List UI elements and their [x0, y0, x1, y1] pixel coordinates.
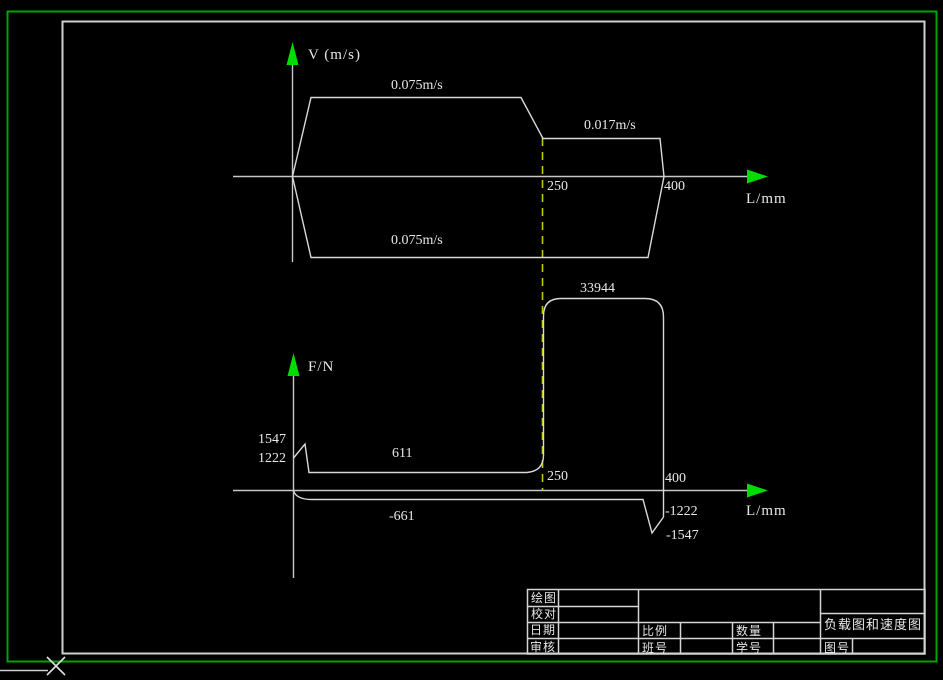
velocity-second-plateau-label: 0.017m/s: [584, 118, 636, 133]
velocity-profile-polyline: [291, 96, 665, 259]
velocity-x-axis-label: L/mm: [746, 191, 787, 207]
crosshair-cursor-icon: [46, 656, 66, 676]
title-block-grid: [526, 588, 926, 655]
titleblock-drawing-title: 负载图和速度图: [824, 617, 923, 632]
titleblock-cell-scale: 比例: [642, 624, 669, 638]
green-paper-border: [6, 10, 938, 663]
force-working-stroke-polyline: [292, 297, 665, 517]
titleblock-cell-date: 日期: [530, 623, 557, 637]
force-tick-250: 250: [547, 469, 568, 484]
drawing-frame: [61, 20, 926, 655]
force-x-axis-arrow-icon: [747, 483, 768, 498]
velocity-diagram: [233, 42, 768, 262]
velocity-y-axis-arrow-icon: [286, 42, 299, 65]
velocity-x-axis-arrow-icon: [747, 169, 768, 184]
titleblock-cell-proof: 校对: [531, 607, 558, 621]
force-end-level-label: -1222: [665, 504, 698, 519]
force-peak-start-label: 1547: [258, 432, 286, 447]
velocity-upper-plateau-label: 0.075m/s: [391, 78, 443, 93]
velocity-y-axis-label: V (m/s): [308, 47, 361, 63]
force-diagram: [233, 297, 768, 578]
force-peak-end-label: -1547: [666, 528, 699, 543]
force-y-axis-arrow-icon: [287, 353, 300, 376]
velocity-tick-250: 250: [547, 179, 568, 194]
velocity-tick-400: 400: [664, 179, 685, 194]
force-work-level-label: 611: [392, 446, 413, 461]
force-tick-400: 400: [665, 471, 686, 486]
force-start-level-label: 1222: [258, 451, 286, 466]
titleblock-cell-quantity: 数量: [736, 624, 763, 638]
titleblock-cell-review: 审核: [530, 640, 557, 654]
force-clamp-level-label: 33944: [580, 281, 615, 296]
force-y-axis-label: F/N: [308, 359, 335, 375]
velocity-lower-plateau-label: 0.075m/s: [391, 233, 443, 248]
titleblock-cell-student-no: 学号: [736, 641, 763, 655]
force-return-level-label: -661: [389, 509, 415, 524]
force-x-axis-label: L/mm: [746, 503, 787, 519]
titleblock-cell-draw: 绘图: [531, 591, 558, 605]
titleblock-cell-drawing-no: 图号: [824, 641, 851, 655]
titleblock-cell-class-no: 班号: [642, 641, 669, 655]
force-return-stroke-polyline: [292, 490, 665, 535]
